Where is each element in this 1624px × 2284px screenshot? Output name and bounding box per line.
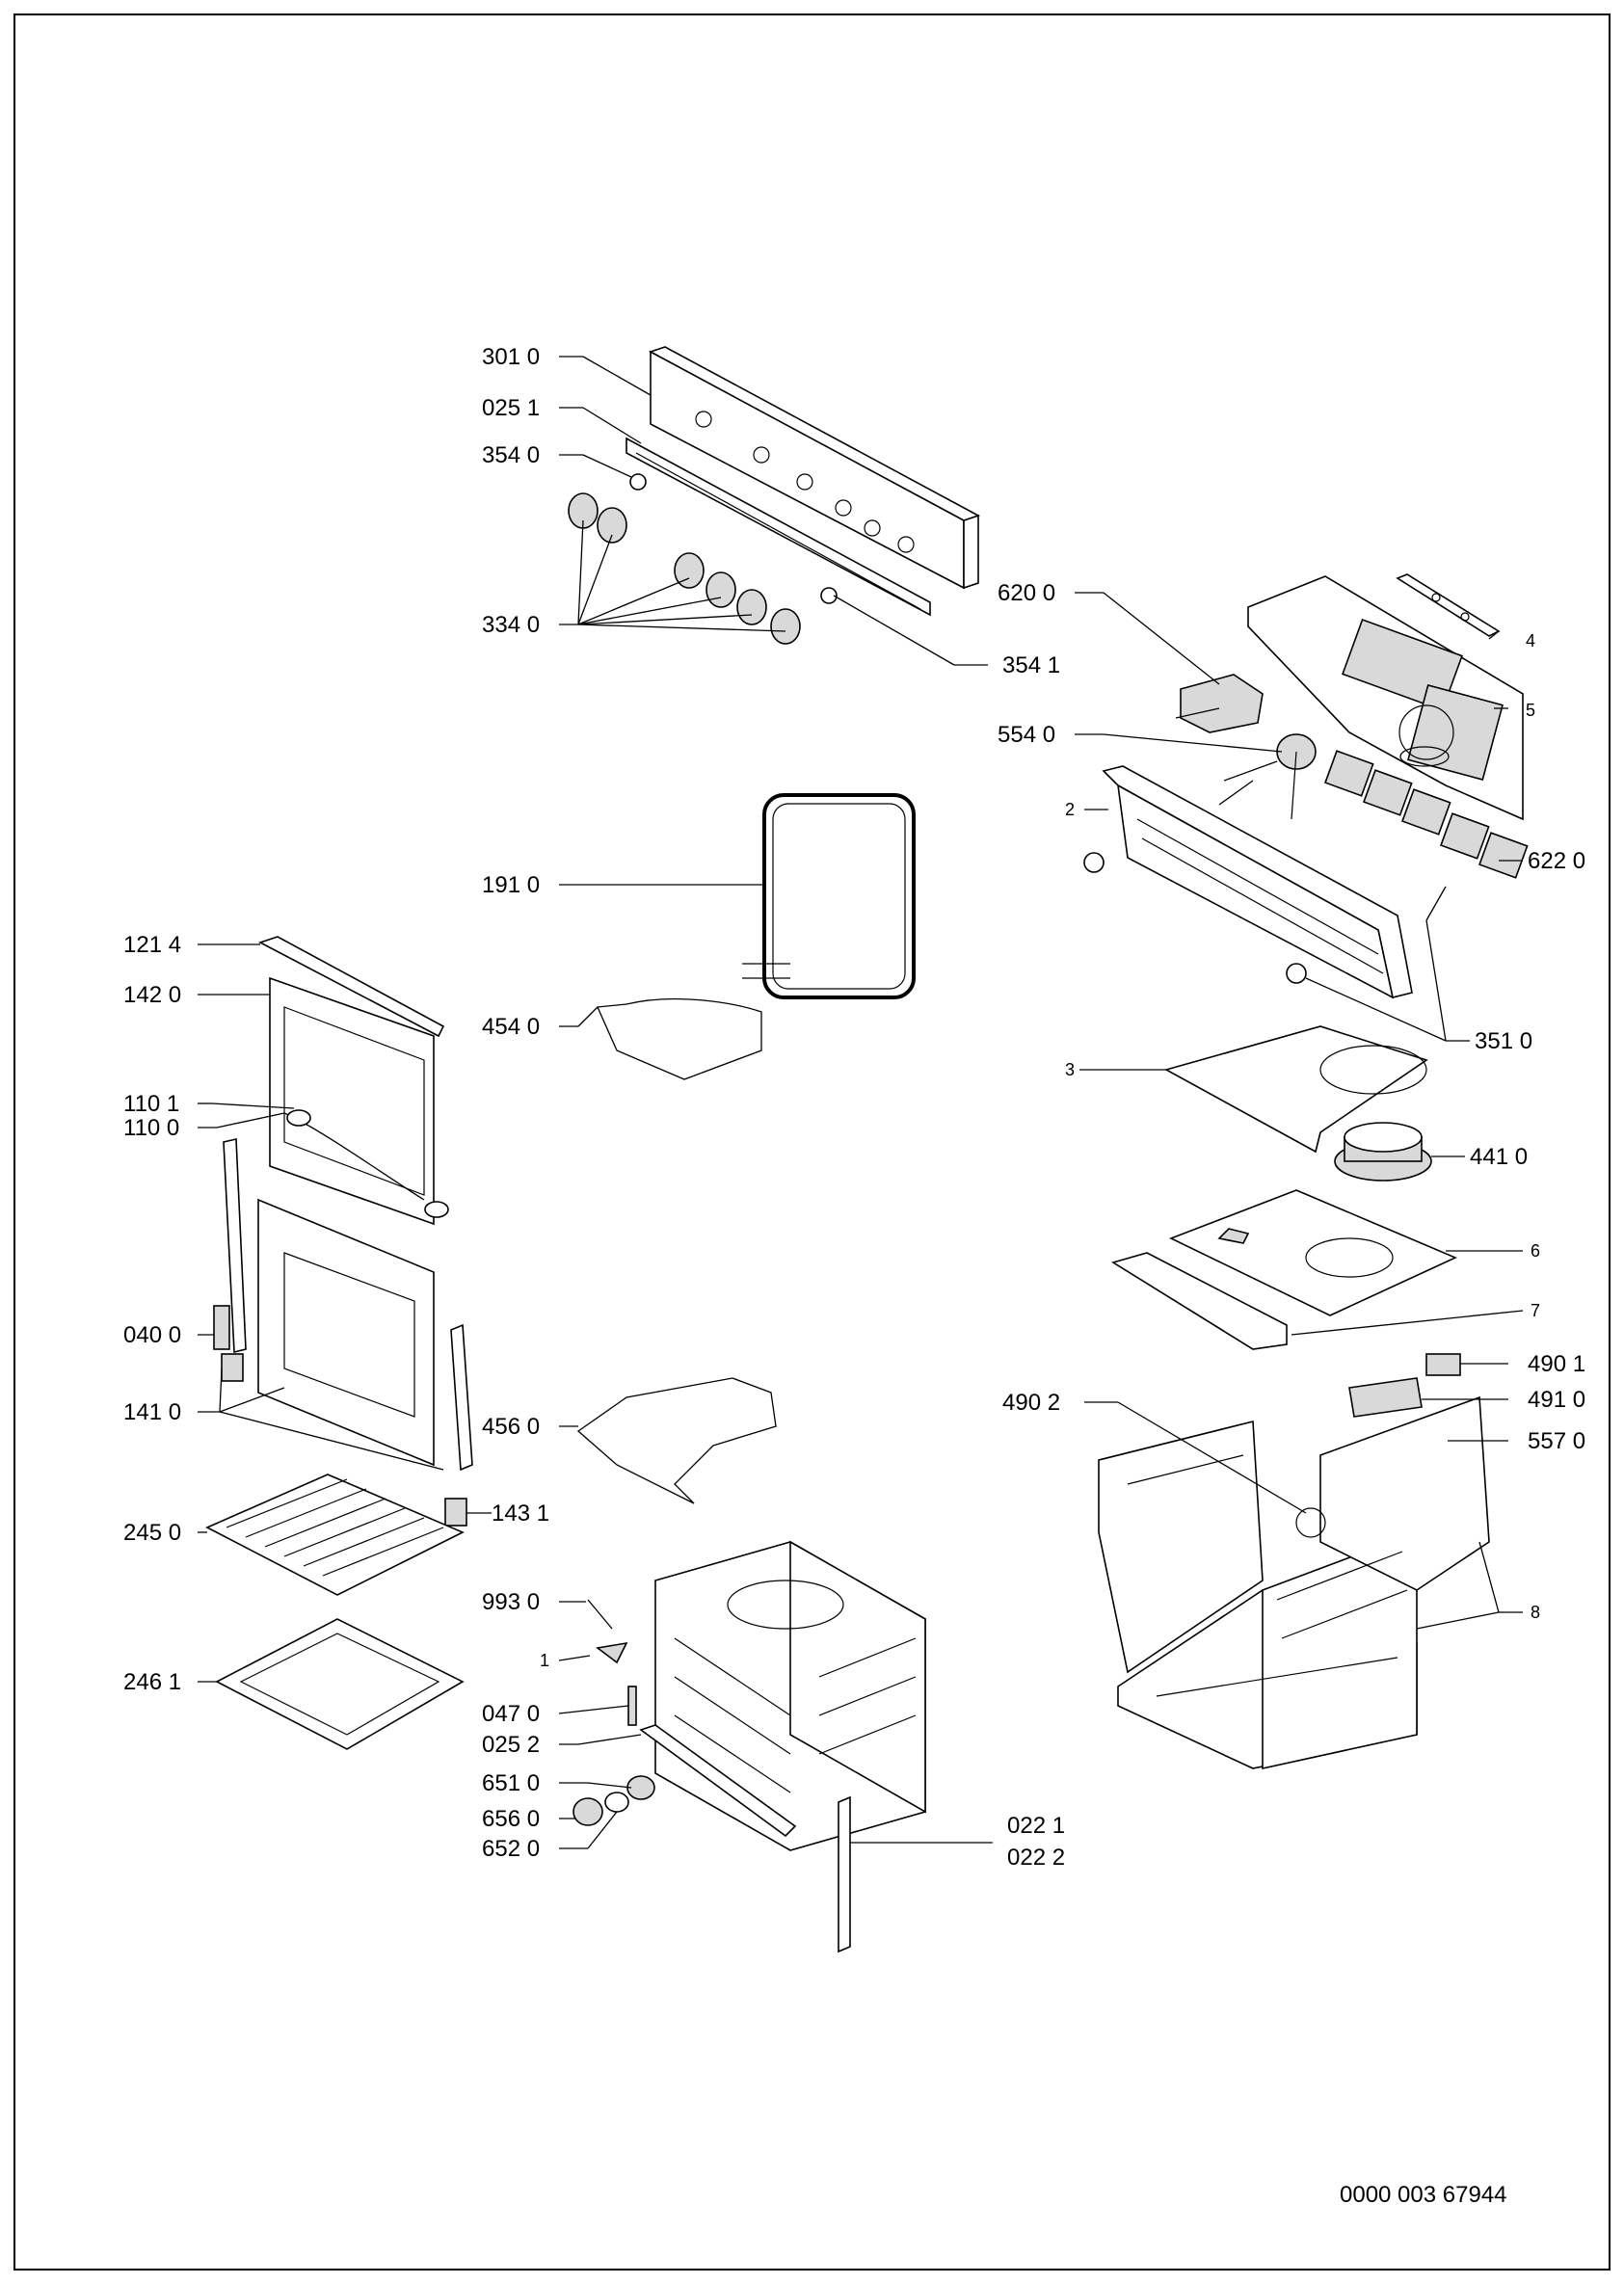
back-plate bbox=[1168, 1189, 1457, 1316]
callout-1214: 121 4 bbox=[123, 932, 181, 958]
spindles bbox=[1083, 780, 1447, 984]
thermostat-device bbox=[1223, 733, 1317, 820]
callout-0252: 025 2 bbox=[482, 1732, 540, 1758]
callout-4540: 454 0 bbox=[482, 1014, 540, 1040]
callout-1420: 142 0 bbox=[123, 982, 181, 1008]
door-side-strip bbox=[223, 1138, 247, 1354]
lower-heater-element bbox=[576, 1377, 777, 1504]
callout-4410: 441 0 bbox=[1470, 1144, 1528, 1170]
callout-6560: 656 0 bbox=[482, 1806, 540, 1832]
callout-3: 3 bbox=[1065, 1060, 1075, 1079]
callout-1431: 143 1 bbox=[492, 1501, 549, 1527]
door-handle bbox=[283, 1109, 449, 1218]
callout-3540: 354 0 bbox=[482, 442, 540, 468]
callout-7: 7 bbox=[1531, 1301, 1540, 1320]
bottom-rail bbox=[1111, 1252, 1288, 1350]
control-knobs bbox=[568, 473, 838, 645]
hinge-catch bbox=[213, 1305, 230, 1350]
inner-door-glass bbox=[257, 1198, 435, 1467]
callout-4901: 490 1 bbox=[1528, 1351, 1585, 1377]
callout-6200: 620 0 bbox=[998, 580, 1055, 606]
top-heater-element bbox=[597, 963, 790, 1080]
callout-0251: 025 1 bbox=[482, 395, 540, 421]
fan-motor bbox=[1334, 1122, 1432, 1182]
callout-3541: 354 1 bbox=[1002, 652, 1060, 678]
callout-4560: 456 0 bbox=[482, 1414, 540, 1440]
callout-2461: 246 1 bbox=[123, 1669, 181, 1695]
control-frame bbox=[1102, 765, 1413, 999]
callout-4910: 491 0 bbox=[1528, 1387, 1585, 1413]
baking-tray bbox=[215, 1618, 465, 1750]
callout-1410: 141 0 bbox=[123, 1399, 181, 1425]
callout-1101: 110 1 bbox=[123, 1091, 179, 1117]
side-runner bbox=[838, 1795, 851, 1953]
callout-0400: 040 0 bbox=[123, 1322, 181, 1348]
drawing-number: 0000 003 67944 bbox=[1340, 2182, 1507, 2208]
door-top-bracket bbox=[257, 936, 445, 1038]
callout-6220: 622 0 bbox=[1528, 848, 1585, 874]
sheet-border bbox=[13, 13, 1611, 2271]
hinge-bracket bbox=[444, 1498, 467, 1527]
oven-cavity bbox=[654, 1540, 926, 1851]
thermostat-strip bbox=[1396, 573, 1501, 637]
callout-5570: 557 0 bbox=[1528, 1428, 1585, 1454]
callout-2450: 245 0 bbox=[123, 1520, 181, 1546]
callout-labels: 301 0 025 1 354 0 334 0 354 1 620 0 4 5 … bbox=[123, 344, 1585, 1871]
callout-3510: 351 0 bbox=[1475, 1028, 1532, 1054]
callout-8: 8 bbox=[1531, 1603, 1540, 1622]
callout-0221: 022 1 bbox=[1007, 1813, 1065, 1839]
callout-5540: 554 0 bbox=[998, 722, 1055, 748]
switch-block bbox=[1324, 750, 1529, 879]
callout-4902: 490 2 bbox=[1002, 1390, 1060, 1416]
callout-0222: 022 2 bbox=[1007, 1845, 1065, 1871]
front-rail bbox=[639, 1724, 797, 1838]
callout-1: 1 bbox=[540, 1651, 549, 1670]
small-screws bbox=[587, 1599, 637, 1726]
callout-6: 6 bbox=[1531, 1241, 1540, 1261]
oven-housing bbox=[1098, 1395, 1490, 1769]
callout-6520: 652 0 bbox=[482, 1836, 540, 1862]
callout-1910: 191 0 bbox=[482, 872, 540, 898]
callout-9930: 993 0 bbox=[482, 1589, 540, 1615]
callout-6510: 651 0 bbox=[482, 1770, 540, 1796]
selector-switch bbox=[1175, 674, 1264, 733]
callout-0470: 047 0 bbox=[482, 1701, 540, 1727]
fan-cover bbox=[1163, 1025, 1428, 1154]
callout-3010: 301 0 bbox=[482, 344, 540, 370]
callout-4: 4 bbox=[1526, 631, 1535, 651]
top-cover-plate bbox=[1247, 575, 1524, 821]
fascia-support-strip bbox=[626, 437, 931, 617]
lamp-cover bbox=[572, 1775, 655, 1826]
callout-1100: 110 0 bbox=[123, 1115, 179, 1141]
door-hinge bbox=[221, 1323, 473, 1472]
leader-lines bbox=[198, 356, 1524, 1849]
door-seal bbox=[762, 793, 916, 999]
callout-3340: 334 0 bbox=[482, 612, 540, 638]
outer-glass bbox=[269, 976, 435, 1226]
switch-small bbox=[1425, 1353, 1461, 1376]
callout-5: 5 bbox=[1526, 701, 1535, 720]
control-panel-fascia bbox=[648, 346, 981, 590]
terminal-block bbox=[1348, 1377, 1423, 1418]
callout-2: 2 bbox=[1065, 800, 1075, 819]
wire-shelf bbox=[205, 1474, 465, 1596]
